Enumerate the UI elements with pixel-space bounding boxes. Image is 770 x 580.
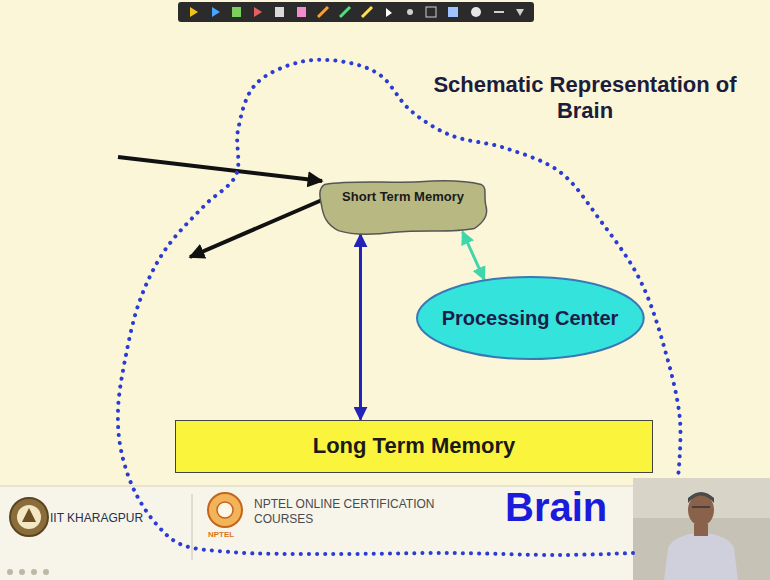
presenter-video [633,478,770,580]
nav-dot [7,569,13,575]
brain-outline-path [118,60,681,555]
presenter-neck [694,524,708,536]
tool-icon [212,7,220,17]
output-arrow [190,200,322,257]
nav-dot [31,569,37,575]
node-label: Processing Center [442,306,619,330]
tool-icon [340,7,350,17]
tool-icon [254,7,262,17]
footer-band [0,486,770,580]
tool-icon [407,9,413,15]
logo-mark [22,508,36,522]
nptel-logo [208,493,242,527]
tool-icon [275,7,284,17]
input-arrow [118,157,322,181]
tool-icon [362,7,372,17]
tool-icon [494,11,504,13]
logo-core [217,502,233,518]
logo-ring [208,493,242,527]
brain-region: Brain Short Term MemoryProcessing CenterL… [100,50,690,560]
nav-icons [7,569,49,575]
memory-blob-path [320,180,487,233]
tool-icon [516,9,524,16]
pen-toolbar [178,2,534,22]
course-banner: NPTEL ONLINE CERTIFICATION COURSES [254,497,436,527]
toolbar-bar [178,2,534,22]
tool-icon [318,7,328,17]
tool-icon [386,8,392,17]
processing-ellipse: Processing Center [416,276,645,360]
node-label: Brain [505,487,607,527]
footer-divider [192,494,193,560]
institute-name: IIT KHARAGPUR [50,511,143,526]
ellipse-path [417,277,644,359]
presenter-head [688,494,714,526]
tool-icon [426,7,436,17]
nav-dot [19,569,25,575]
memory-link-arrow [463,232,485,280]
memory-blob: Short Term Memory [318,180,488,235]
tool-icon [190,7,198,17]
tool-icon [448,7,458,17]
logo-ring [10,498,48,536]
memory-link-arrow [359,235,362,420]
footer-rule [0,486,770,487]
nav-dot [43,569,49,575]
brain-outline [100,50,690,560]
video-wall [633,478,770,518]
presenter-glasses [692,506,710,508]
slide-title: Schematic Representation of Brain [405,72,765,124]
tool-icon [232,7,241,17]
logo-core [17,505,41,529]
node-label: Short Term Memory [342,189,464,205]
node-label: Long Term Memory [313,433,516,459]
memory-bar: Long Term Memory [175,420,653,473]
tool-icon [297,7,306,17]
memory-blob-shape [318,180,488,235]
video-frame [633,478,770,580]
iit-logo [10,498,48,536]
presenter-shirt [664,534,738,580]
tool-icon [471,7,481,17]
presenter-hair [688,492,714,503]
logo-caption: NPTEL [208,530,234,540]
